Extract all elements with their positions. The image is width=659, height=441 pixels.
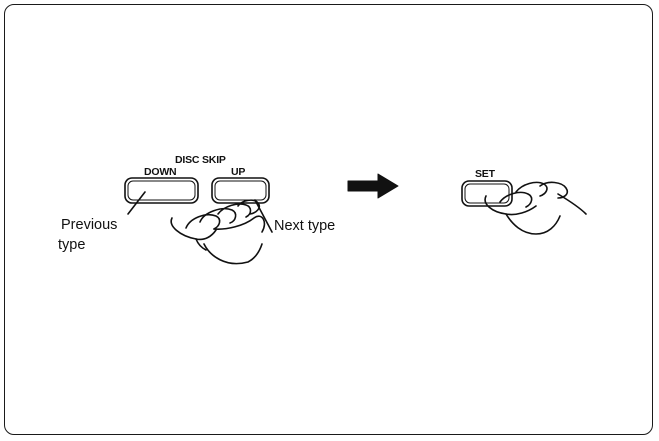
previous-leader-line [127, 191, 146, 215]
down-button-label: DOWN [144, 166, 177, 178]
next-type-note: Next type [274, 218, 336, 234]
previous-type-note-line1: Previous [61, 217, 118, 233]
down-button[interactable] [124, 177, 199, 204]
pressing-hand-icon [170, 199, 266, 265]
set-button-label: SET [475, 168, 495, 180]
up-button-label: UP [231, 166, 246, 178]
up-button[interactable] [211, 177, 270, 204]
disc-skip-label: DISC SKIP [175, 154, 226, 166]
next-leader-line [254, 199, 273, 233]
right-arrow-icon [347, 173, 399, 199]
previous-type-note-line2: type [58, 237, 86, 253]
set-button[interactable] [461, 180, 513, 207]
pressing-hand-icon [484, 181, 587, 235]
diagram-frame [4, 4, 653, 435]
